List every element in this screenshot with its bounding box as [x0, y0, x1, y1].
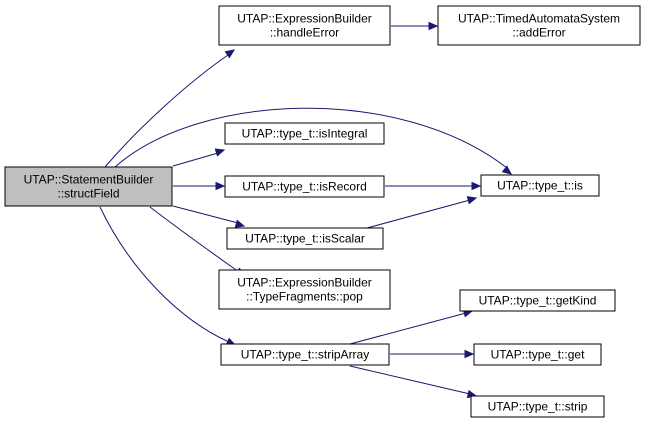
node-box[interactable]	[480, 174, 600, 197]
edge-line	[149, 206, 240, 273]
edge-line	[349, 312, 467, 345]
node-type-t-isrecord[interactable]: UTAP::type_t::isRecord	[224, 175, 385, 198]
edge-expressionbuilder-handleerror-to-timedautomatasystem-adderror	[391, 21, 439, 31]
arrowhead-icon	[428, 21, 439, 31]
edge-statementbuilder-structfield-to-type-t-isscalar	[172, 205, 246, 228]
edge-line	[172, 152, 219, 167]
arrowhead-icon	[464, 349, 475, 359]
edge-line	[349, 365, 471, 395]
arrowhead-icon	[214, 148, 226, 157]
nodes-layer: UTAP::StatementBuilder::structFieldUTAP:…	[4, 5, 641, 418]
arrowhead-icon	[471, 181, 482, 191]
node-label-line: UTAP::StatementBuilder	[24, 173, 154, 187]
node-label-line: ::TypeFragments::pop	[246, 290, 363, 304]
edge-line	[104, 52, 232, 168]
node-type-t-getkind[interactable]: UTAP::type_t::getKind	[459, 289, 616, 312]
node-type-t-striparray[interactable]: UTAP::type_t::stripArray	[220, 343, 390, 366]
node-label-line: UTAP::type_t::get	[491, 348, 585, 362]
node-label-line: UTAP::type_t::getKind	[479, 294, 597, 308]
edge-type-t-isscalar-to-type-t-is	[366, 196, 478, 229]
node-box[interactable]	[470, 395, 605, 418]
node-box[interactable]	[224, 175, 385, 198]
node-box[interactable]	[224, 122, 385, 145]
node-label-line: UTAP::ExpressionBuilder	[237, 276, 372, 290]
node-box[interactable]	[437, 5, 641, 46]
edge-statementbuilder-structfield-to-expressionbuilder-handleerror	[104, 49, 236, 168]
edge-statementbuilder-structfield-to-type-t-isrecord	[173, 181, 226, 191]
node-label-line: UTAP::type_t::isRecord	[242, 180, 367, 194]
node-type-t-is[interactable]: UTAP::type_t::is	[480, 174, 600, 197]
edge-type-t-striparray-to-type-t-getkind	[349, 309, 474, 345]
node-label-line: UTAP::TimedAutomataSystem	[458, 12, 620, 26]
node-expressionbuilder-handleerror[interactable]: UTAP::ExpressionBuilder::handleError	[218, 5, 391, 46]
arrowhead-icon	[224, 49, 236, 59]
arrowhead-icon	[501, 165, 512, 175]
node-box[interactable]	[218, 269, 391, 310]
edge-statementbuilder-structfield-to-type-t-is	[114, 107, 512, 175]
node-box[interactable]	[218, 5, 391, 46]
node-label-line: UTAP::type_t::is	[497, 179, 583, 193]
edges-layer	[99, 21, 512, 399]
node-label-line: UTAP::type_t::stripArray	[241, 348, 369, 362]
node-type-t-isscalar[interactable]: UTAP::type_t::isScalar	[226, 227, 384, 250]
node-label-line: UTAP::type_t::isIntegral	[242, 127, 368, 141]
node-type-t-isintegral[interactable]: UTAP::type_t::isIntegral	[224, 122, 385, 145]
arrowhead-icon	[466, 196, 478, 205]
node-box[interactable]	[4, 166, 173, 207]
node-label-line: ::handleError	[270, 26, 339, 40]
edge-type-t-striparray-to-type-t-strip	[349, 365, 478, 399]
node-statementbuilder-structfield[interactable]: UTAP::StatementBuilder::structField	[4, 166, 173, 207]
node-box[interactable]	[226, 227, 384, 250]
node-typefragments-pop[interactable]: UTAP::ExpressionBuilder::TypeFragments::…	[218, 269, 391, 310]
node-label-line: UTAP::ExpressionBuilder	[237, 12, 372, 26]
edge-statementbuilder-structfield-to-type-t-striparray	[99, 206, 237, 346]
node-label-line: UTAP::type_t::isScalar	[245, 232, 365, 246]
node-box[interactable]	[459, 289, 616, 312]
arrowhead-icon	[234, 219, 246, 228]
edge-line	[172, 205, 239, 224]
edge-line	[366, 199, 471, 229]
node-box[interactable]	[473, 343, 602, 366]
edge-type-t-striparray-to-type-t-get	[390, 349, 475, 359]
node-label-line: ::structField	[57, 187, 119, 201]
edge-line	[114, 107, 508, 169]
edge-statementbuilder-structfield-to-type-t-isintegral	[172, 148, 226, 167]
arrowhead-icon	[215, 181, 226, 191]
node-label-line: ::addError	[512, 26, 565, 40]
node-box[interactable]	[220, 343, 390, 366]
edge-line	[99, 206, 230, 343]
node-timedautomatasystem-adderror[interactable]: UTAP::TimedAutomataSystem::addError	[437, 5, 641, 46]
node-type-t-strip[interactable]: UTAP::type_t::strip	[470, 395, 605, 418]
node-type-t-get[interactable]: UTAP::type_t::get	[473, 343, 602, 366]
edge-type-t-isrecord-to-type-t-is	[385, 181, 482, 191]
node-label-line: UTAP::type_t::strip	[488, 400, 588, 414]
